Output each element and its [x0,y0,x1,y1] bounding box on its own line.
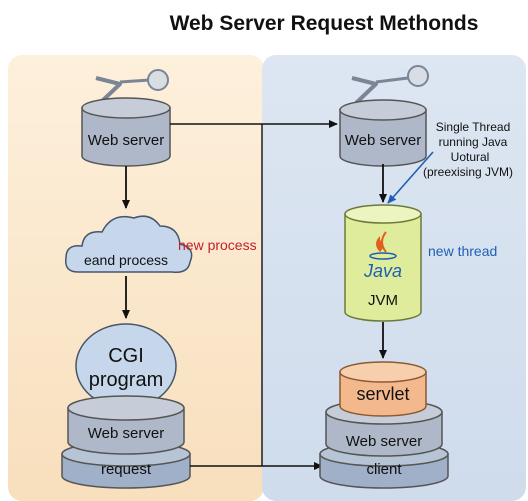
new-process-note: new process [178,237,257,253]
jvm-cylinder [344,204,422,322]
cgi-label-line1: CGI [108,345,144,367]
left-web-server-label: Web server [88,132,164,149]
new-thread-note: new thread [428,243,497,259]
satellite-dish-icon-right [351,65,429,105]
web-server-cylinder-right [339,99,427,167]
satellite-dish-icon [95,69,169,105]
thread-note-line2: running Java [439,135,508,149]
cgi-label-line2: program [89,369,163,391]
left-server-stack [61,395,191,489]
client-label: client [366,461,402,478]
servlet-label: servlet [356,384,409,404]
jvm-label: JVM [368,292,398,309]
thread-note-line3: Uotural [451,150,490,164]
right-base-server-label: Web server [346,433,422,450]
diagram-title: Web Server Request Methonds [170,12,479,35]
java-coffee-icon [369,231,397,260]
process-label: eand process [84,252,168,268]
thread-note-line4: (preexising JVM) [423,165,513,179]
web-server-cylinder-left [81,97,171,167]
left-base-server-label: Web server [88,425,164,442]
servlet-cylinder [339,361,427,417]
note-pointer-arrow [387,151,434,204]
request-label: request [101,461,152,478]
thread-note-line1: Single Thread [436,120,511,134]
process-cloud [65,215,193,274]
left-panel [8,55,264,501]
right-web-server-label: Web server [345,132,421,149]
java-logo-text: Java [363,261,402,281]
